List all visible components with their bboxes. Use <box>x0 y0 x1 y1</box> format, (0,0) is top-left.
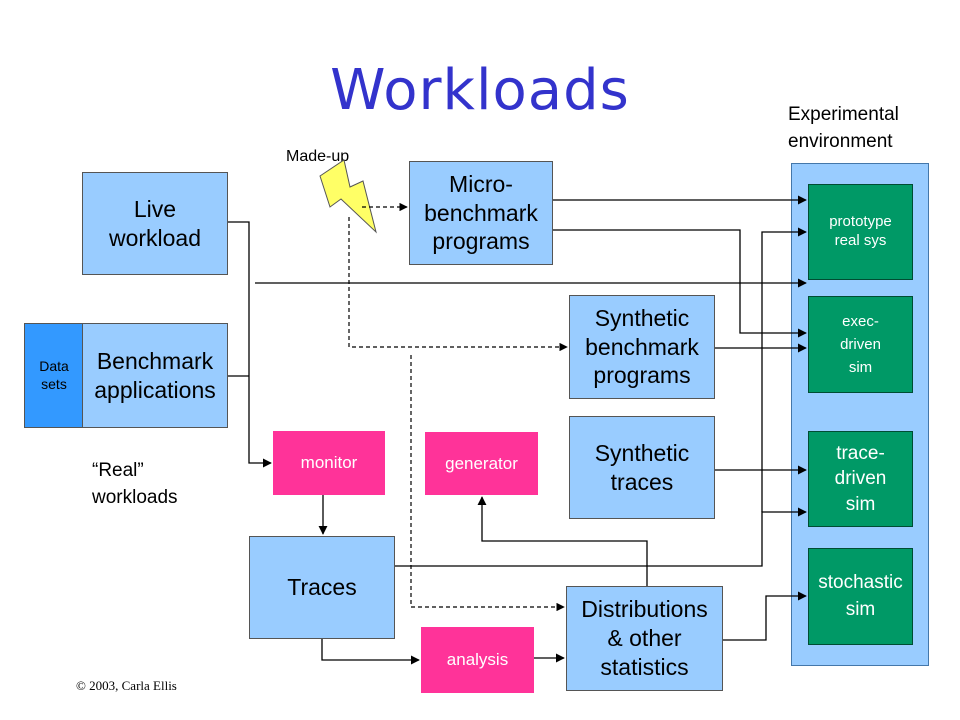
arrow-traces-to-prototype <box>761 227 807 512</box>
traces-box: Traces <box>249 536 395 639</box>
lightning-icon <box>319 159 377 234</box>
arrow-distributions-to-generator <box>477 496 648 586</box>
arrow-micro-to-exec <box>553 229 807 338</box>
copyright-text: © 2003, Carla Ellis <box>76 678 177 693</box>
stochastic-sim-box: stochastic sim <box>808 548 913 645</box>
generator-box: generator <box>425 432 538 495</box>
dashed-arrow-madeup-to-synbench <box>348 217 568 352</box>
synthetic-benchmark-programs-box: Synthetic benchmark programs <box>569 295 715 399</box>
line-live-down <box>228 221 272 468</box>
slide-title: Workloads <box>330 58 630 123</box>
made-up-label: Made-up <box>286 148 350 165</box>
distributions-statistics-box: Distributions & other statistics <box>566 586 723 691</box>
live-workload-box: Live workload <box>82 172 228 275</box>
trace-driven-sim-box: trace- driven sim <box>808 431 913 527</box>
arrow-traces-to-trace-sim <box>395 507 807 567</box>
micro-benchmark-programs-box: Micro- benchmark programs <box>409 161 553 265</box>
benchmark-applications-box: Benchmark applications <box>82 323 228 428</box>
monitor-box: monitor <box>273 431 385 495</box>
real-workloads-label: “Real” workloads <box>92 460 178 508</box>
arrow-traces-to-analysis <box>321 639 420 665</box>
dashed-arrow-to-distributions <box>410 355 565 612</box>
analysis-box: analysis <box>421 627 534 693</box>
prototype-real-sys-box: prototype real sys <box>808 184 913 280</box>
arrow-distributions-to-stochastic <box>723 591 807 641</box>
synthetic-traces-box: Synthetic traces <box>569 416 715 519</box>
experimental-environment-label: Experimental environment <box>788 104 899 152</box>
exec-driven-sim-box: exec- driven sim <box>808 296 913 393</box>
